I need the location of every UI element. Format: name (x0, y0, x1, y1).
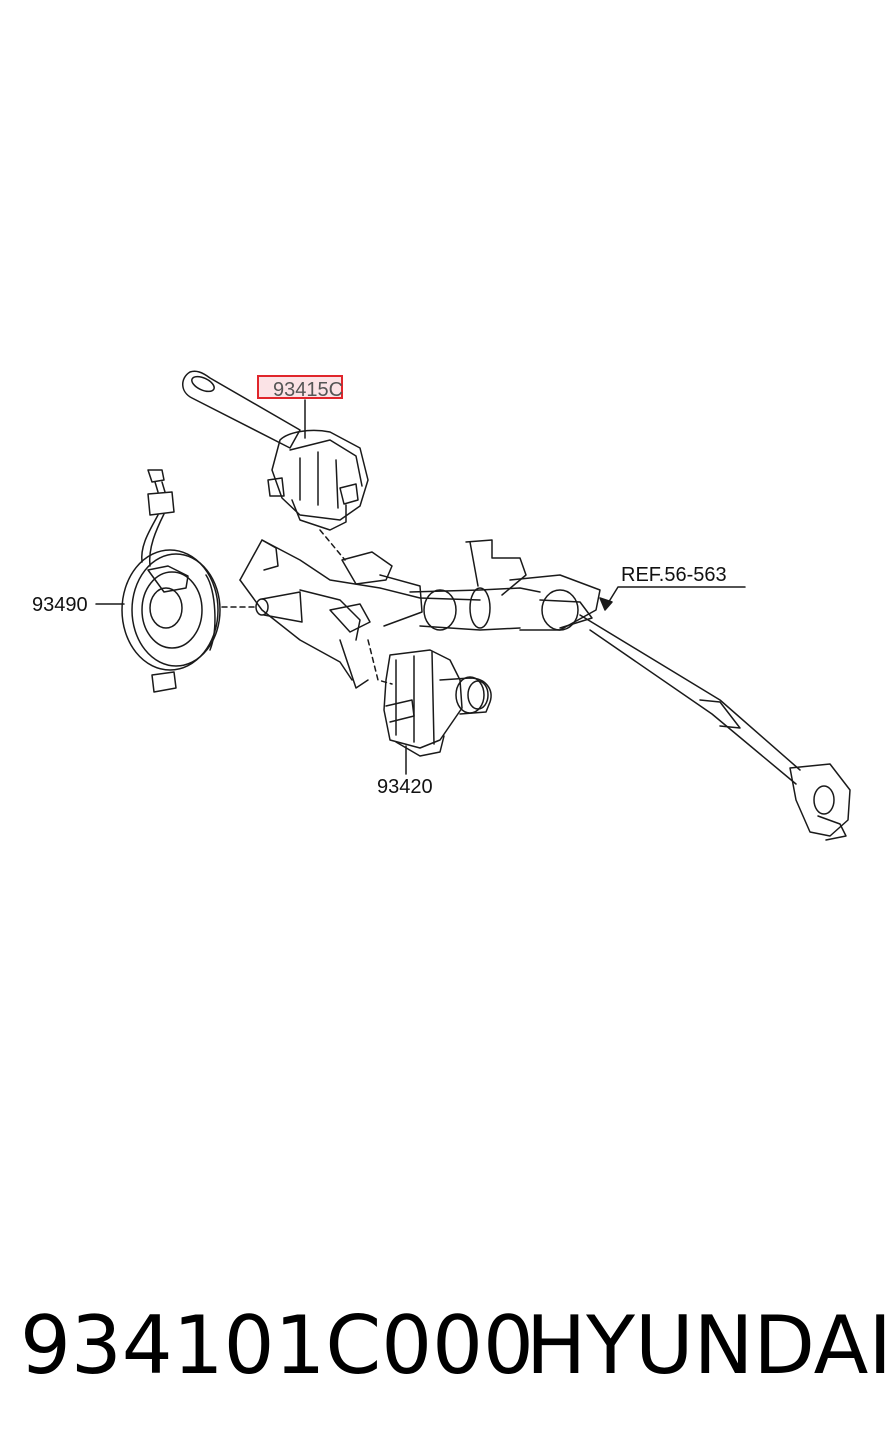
reference-leader (599, 586, 746, 611)
callout-93490-label: 93490 (32, 594, 88, 616)
callout-93420-label: 93420 (377, 776, 433, 798)
multifunction-switch-lever (182, 370, 369, 531)
highlighted-callout[interactable]: 93415C (257, 375, 344, 401)
assembly-line-switch (367, 639, 393, 685)
assembly-line-lever (319, 529, 346, 561)
steering-column (239, 539, 851, 841)
clock-spring (121, 469, 221, 693)
callout-93415c-label: 93415C (273, 379, 344, 401)
combination-switch-93420 (383, 649, 492, 757)
brand-name: HYUNDAI (526, 1299, 886, 1392)
callout-reference-label: REF.56-563 (621, 564, 727, 586)
part-number: 934101C000 (20, 1299, 534, 1392)
